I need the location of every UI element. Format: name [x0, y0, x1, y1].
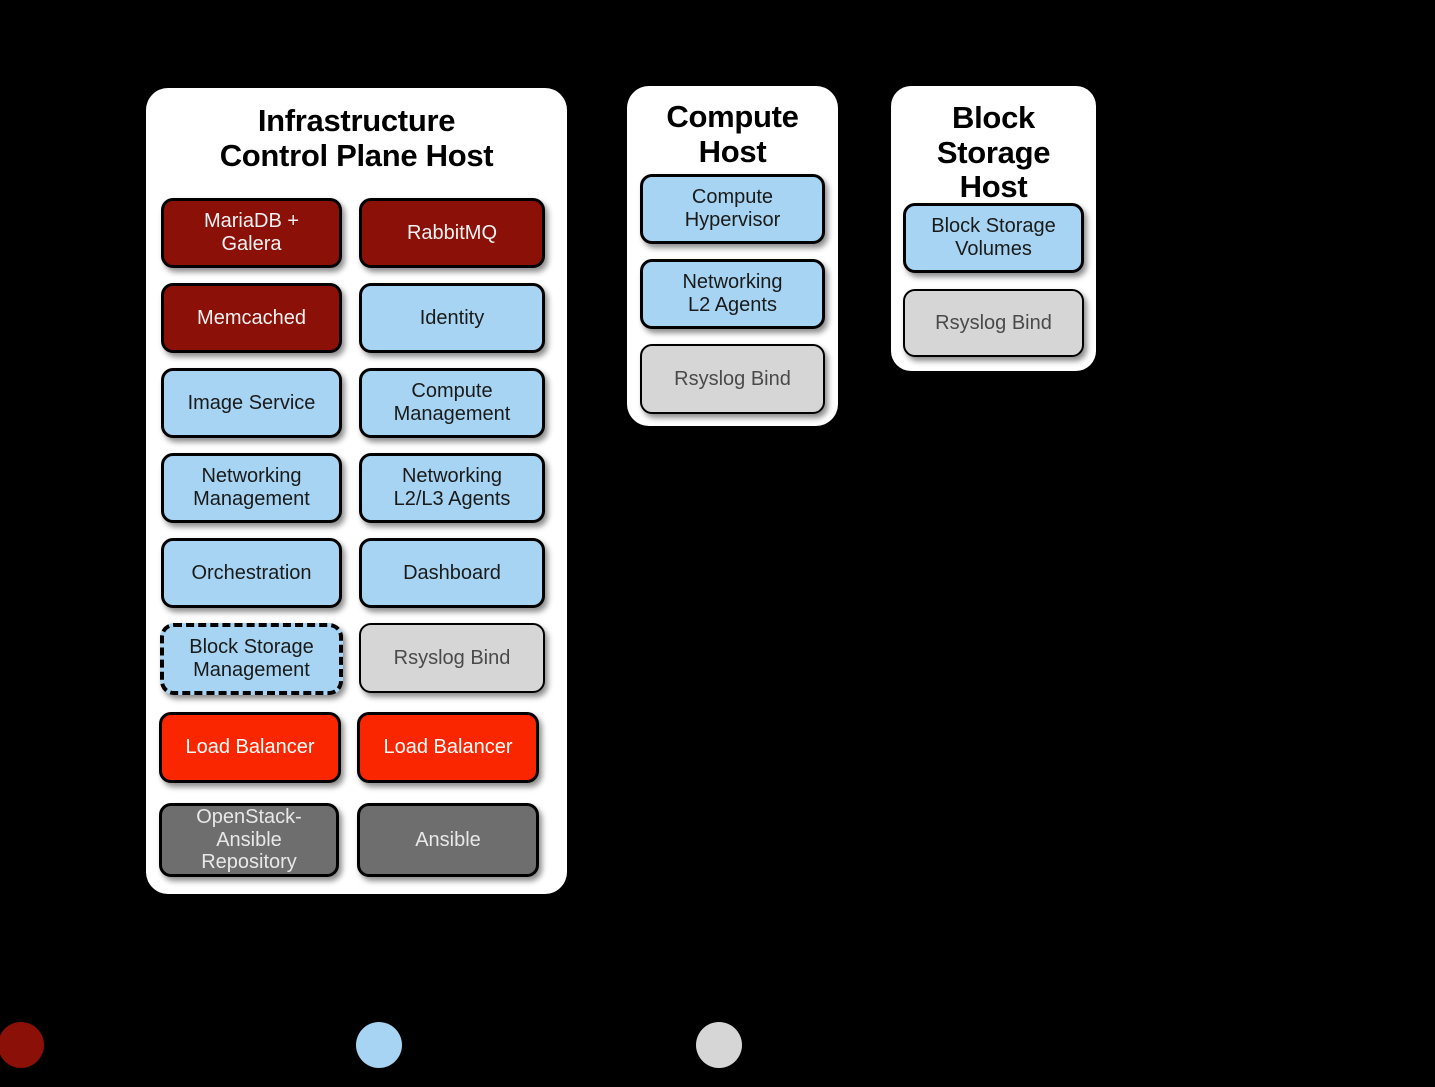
component-label: Orchestration	[191, 561, 312, 584]
host-title-compute: Compute Host	[666, 99, 799, 169]
component-identity[interactable]: Identity	[359, 283, 545, 353]
component-rabbitmq[interactable]: RabbitMQ	[359, 198, 545, 268]
component-label: Identity	[419, 306, 485, 329]
component-label: Memcached	[197, 306, 306, 329]
component-label: Image Service	[187, 391, 316, 414]
component-networking-management[interactable]: Networking Management	[161, 453, 342, 523]
component-label: Compute Hypervisor	[684, 186, 781, 231]
component-ansible[interactable]: Ansible	[357, 803, 539, 877]
component-label: Networking L2 Agents	[682, 271, 783, 316]
component-block-storage-volumes[interactable]: Block Storage Volumes	[903, 203, 1084, 273]
component-rsyslog-bind-infrastructure[interactable]: Rsyslog Bind	[359, 623, 545, 693]
component-label: MariaDB + Galera	[203, 210, 300, 255]
component-label: Dashboard	[403, 561, 501, 584]
component-label: OpenStack- Ansible Repository	[196, 805, 302, 874]
component-image-service[interactable]: Image Service	[161, 368, 342, 438]
component-load-balancer-secondary[interactable]: Load Balancer	[357, 712, 539, 783]
component-dashboard[interactable]: Dashboard	[359, 538, 545, 608]
component-networking-l2-agents[interactable]: Networking L2 Agents	[640, 259, 825, 329]
component-label: Networking Management	[193, 465, 310, 510]
component-label: Ansible	[415, 828, 481, 851]
component-label: Networking L2/L3 Agents	[393, 465, 511, 510]
component-label: RabbitMQ	[406, 221, 498, 244]
component-compute-hypervisor[interactable]: Compute Hypervisor	[640, 174, 825, 244]
component-compute-management[interactable]: Compute Management	[359, 368, 545, 438]
component-label: Rsyslog Bind	[935, 311, 1052, 334]
component-label: Block Storage Volumes	[931, 215, 1056, 260]
component-networking-l2-l3-agents[interactable]: Networking L2/L3 Agents	[359, 453, 545, 523]
host-title-infrastructure-control-plane: Infrastructure Control Plane Host	[219, 103, 494, 173]
component-label: Rsyslog Bind	[393, 646, 511, 669]
component-rsyslog-bind-compute[interactable]: Rsyslog Bind	[640, 344, 825, 414]
component-rsyslog-bind-block-storage[interactable]: Rsyslog Bind	[903, 289, 1084, 357]
component-label: Block Storage Management	[189, 636, 314, 681]
legend-dot-service	[356, 1022, 402, 1068]
component-block-storage-management[interactable]: Block Storage Management	[160, 623, 343, 695]
component-label: Load Balancer	[383, 736, 513, 759]
component-memcached[interactable]: Memcached	[161, 283, 342, 353]
component-orchestration[interactable]: Orchestration	[161, 538, 342, 608]
legend-dot-logging	[696, 1022, 742, 1068]
legend-dot-infrastructure	[0, 1022, 44, 1068]
component-label: Rsyslog Bind	[674, 367, 791, 390]
component-openstack-ansible-repository[interactable]: OpenStack- Ansible Repository	[159, 803, 339, 877]
component-load-balancer-primary[interactable]: Load Balancer	[159, 712, 341, 783]
host-title-block-storage: Block Storage Host	[936, 100, 1051, 205]
component-label: Compute Management	[393, 380, 511, 425]
component-label: Load Balancer	[185, 736, 315, 759]
component-mariadb-galera[interactable]: MariaDB + Galera	[161, 198, 342, 268]
